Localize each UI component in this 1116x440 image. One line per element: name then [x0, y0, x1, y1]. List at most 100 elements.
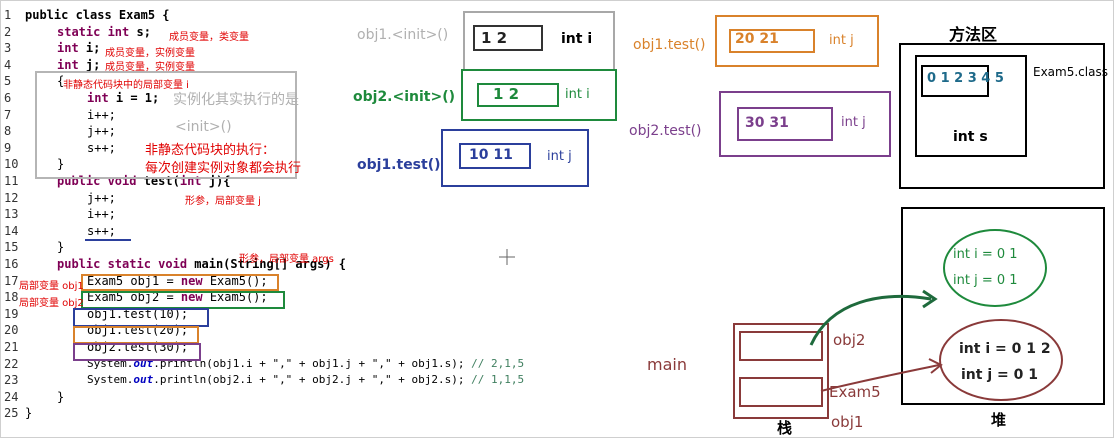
instantiation-note: 实例化其实执行的是: [173, 92, 299, 108]
line-number: 2: [4, 24, 12, 39]
line-number: 6: [4, 91, 12, 105]
stack-exam5-label: Exam5: [829, 383, 881, 401]
line-number: 14: [4, 223, 19, 238]
frame-obj2-init: 1 2 int i: [461, 69, 617, 121]
frame-value-obj1-test-b: 20 21: [735, 31, 779, 47]
stack-slot-obj1: [739, 377, 823, 407]
class-box: 0 1 2 3 4 5 int s: [915, 55, 1027, 157]
annotation-param-j: 形参，局部变量 j: [185, 196, 261, 207]
code-token: out: [133, 373, 154, 387]
line-number: 7: [4, 107, 12, 122]
code-token: int: [57, 57, 79, 72]
code-line: 4 int j;: [1, 57, 641, 74]
code-token: int: [87, 91, 109, 105]
code-line: 14 s++;: [1, 223, 641, 240]
method-area: 0 1 2 3 4 5 int s Exam5.class: [899, 43, 1108, 189]
crosshair-cursor: [499, 249, 515, 265]
code-comment: // 1,1,5: [464, 373, 525, 387]
underline-s: [85, 239, 131, 241]
code-line: 8 j++;: [1, 123, 641, 140]
code-token: Exam5 obj2 =: [87, 290, 181, 305]
line-number: 4: [4, 57, 12, 72]
code-token: j++;: [87, 124, 116, 139]
static-cell: [921, 65, 989, 97]
heap-object-obj2: int i = 0 1 int j = 0 1: [943, 229, 1047, 307]
code-token: Exam5 {: [111, 8, 170, 22]
frame-cell-obj1-test-a: [459, 143, 531, 169]
line-number: 25: [4, 406, 19, 421]
frame-label-obj1-test-b: obj1.test(): [633, 37, 706, 53]
method-area-title: 方法区: [949, 25, 998, 44]
code-token: j;: [78, 57, 101, 72]
code-token: s++;: [87, 223, 116, 238]
annotation-local-obj2: 局部变量 obj2: [19, 298, 84, 309]
code-token: Exam5();: [202, 290, 268, 305]
heap-obj1-i: int i = 0 1 2: [959, 341, 1051, 357]
annotation-block-local: 非静态代码块中的局部变量 i: [63, 80, 189, 91]
code-line: 10}: [1, 156, 641, 173]
code-line: 5{: [1, 73, 641, 90]
frame-var-obj2-test: int j: [841, 115, 866, 130]
line-number: 15: [4, 240, 19, 255]
code-token: new: [180, 273, 203, 288]
code-line: 25}: [1, 405, 641, 422]
code-token: static int: [57, 24, 130, 39]
block-exec-desc: 每次创建实例对象都会执行: [145, 161, 302, 176]
frame-value-obj2-test: 30 31: [745, 115, 789, 131]
frame-value-obj1-test-a: 10 11: [469, 147, 513, 163]
arrow-obj2-to-heap: [809, 295, 932, 346]
init-method-note: <init>(): [175, 119, 232, 135]
code-token: j++;: [87, 190, 116, 205]
arrowhead-obj1: [928, 358, 943, 374]
frame-obj1-test-a: 10 11 int j: [441, 129, 589, 187]
frame-var-obj1-init: int i: [561, 31, 593, 47]
stack-title: 栈: [777, 419, 793, 437]
block-exec-title: 非静态代码块的执行：: [145, 143, 276, 158]
arrowhead-obj2: [922, 289, 938, 309]
heap-title: 堆: [991, 411, 1007, 429]
line-number: 3: [4, 41, 12, 56]
code-token: }: [57, 389, 65, 404]
heap-obj2-i: int i = 0 1: [953, 247, 1018, 262]
line-number: 24: [4, 389, 19, 404]
frame-cell-obj1-test-b: [729, 29, 815, 53]
code-token: public static void: [57, 257, 188, 271]
annotation-local-obj1: 局部变量 obj1: [19, 281, 84, 292]
code-token: i = 1;: [108, 91, 160, 105]
code-token: }: [57, 157, 65, 172]
code-token: Exam5 obj1 =: [87, 273, 181, 288]
obj1-new-box: [81, 274, 279, 291]
frame-var-obj1-test-b: int j: [829, 33, 854, 48]
code-token: public class: [25, 8, 112, 22]
line-number: 8: [4, 124, 12, 139]
stack-slot-obj2: [739, 331, 823, 361]
code-token: .println(obj1.i + "," + obj1.j + "," + o…: [153, 356, 465, 370]
heap-object-obj1: int i = 0 1 2 int j = 0 1: [939, 319, 1063, 401]
frame-obj2-test: 30 31 int j: [719, 91, 891, 157]
code-token: main(String[] args) {: [187, 257, 346, 271]
line-number: 5: [4, 74, 12, 89]
stack-obj1-label: obj1: [831, 413, 864, 431]
frame-label-obj1-init: obj1.<init>(): [357, 27, 449, 43]
frame-label-obj2-test: obj2.test(): [629, 123, 702, 139]
annotation-instance-i: 成员变量，实例变量: [105, 48, 195, 59]
code-token: i++;: [87, 207, 116, 222]
stack-main-label: main: [647, 355, 687, 374]
stack-obj2-label: obj2: [833, 331, 866, 349]
code-token: obj1.test(10);: [87, 306, 189, 321]
annotation-param-args: 形参，局部变量 args: [239, 254, 334, 265]
frame-label-obj1-test-a: obj1.test(): [357, 157, 441, 173]
